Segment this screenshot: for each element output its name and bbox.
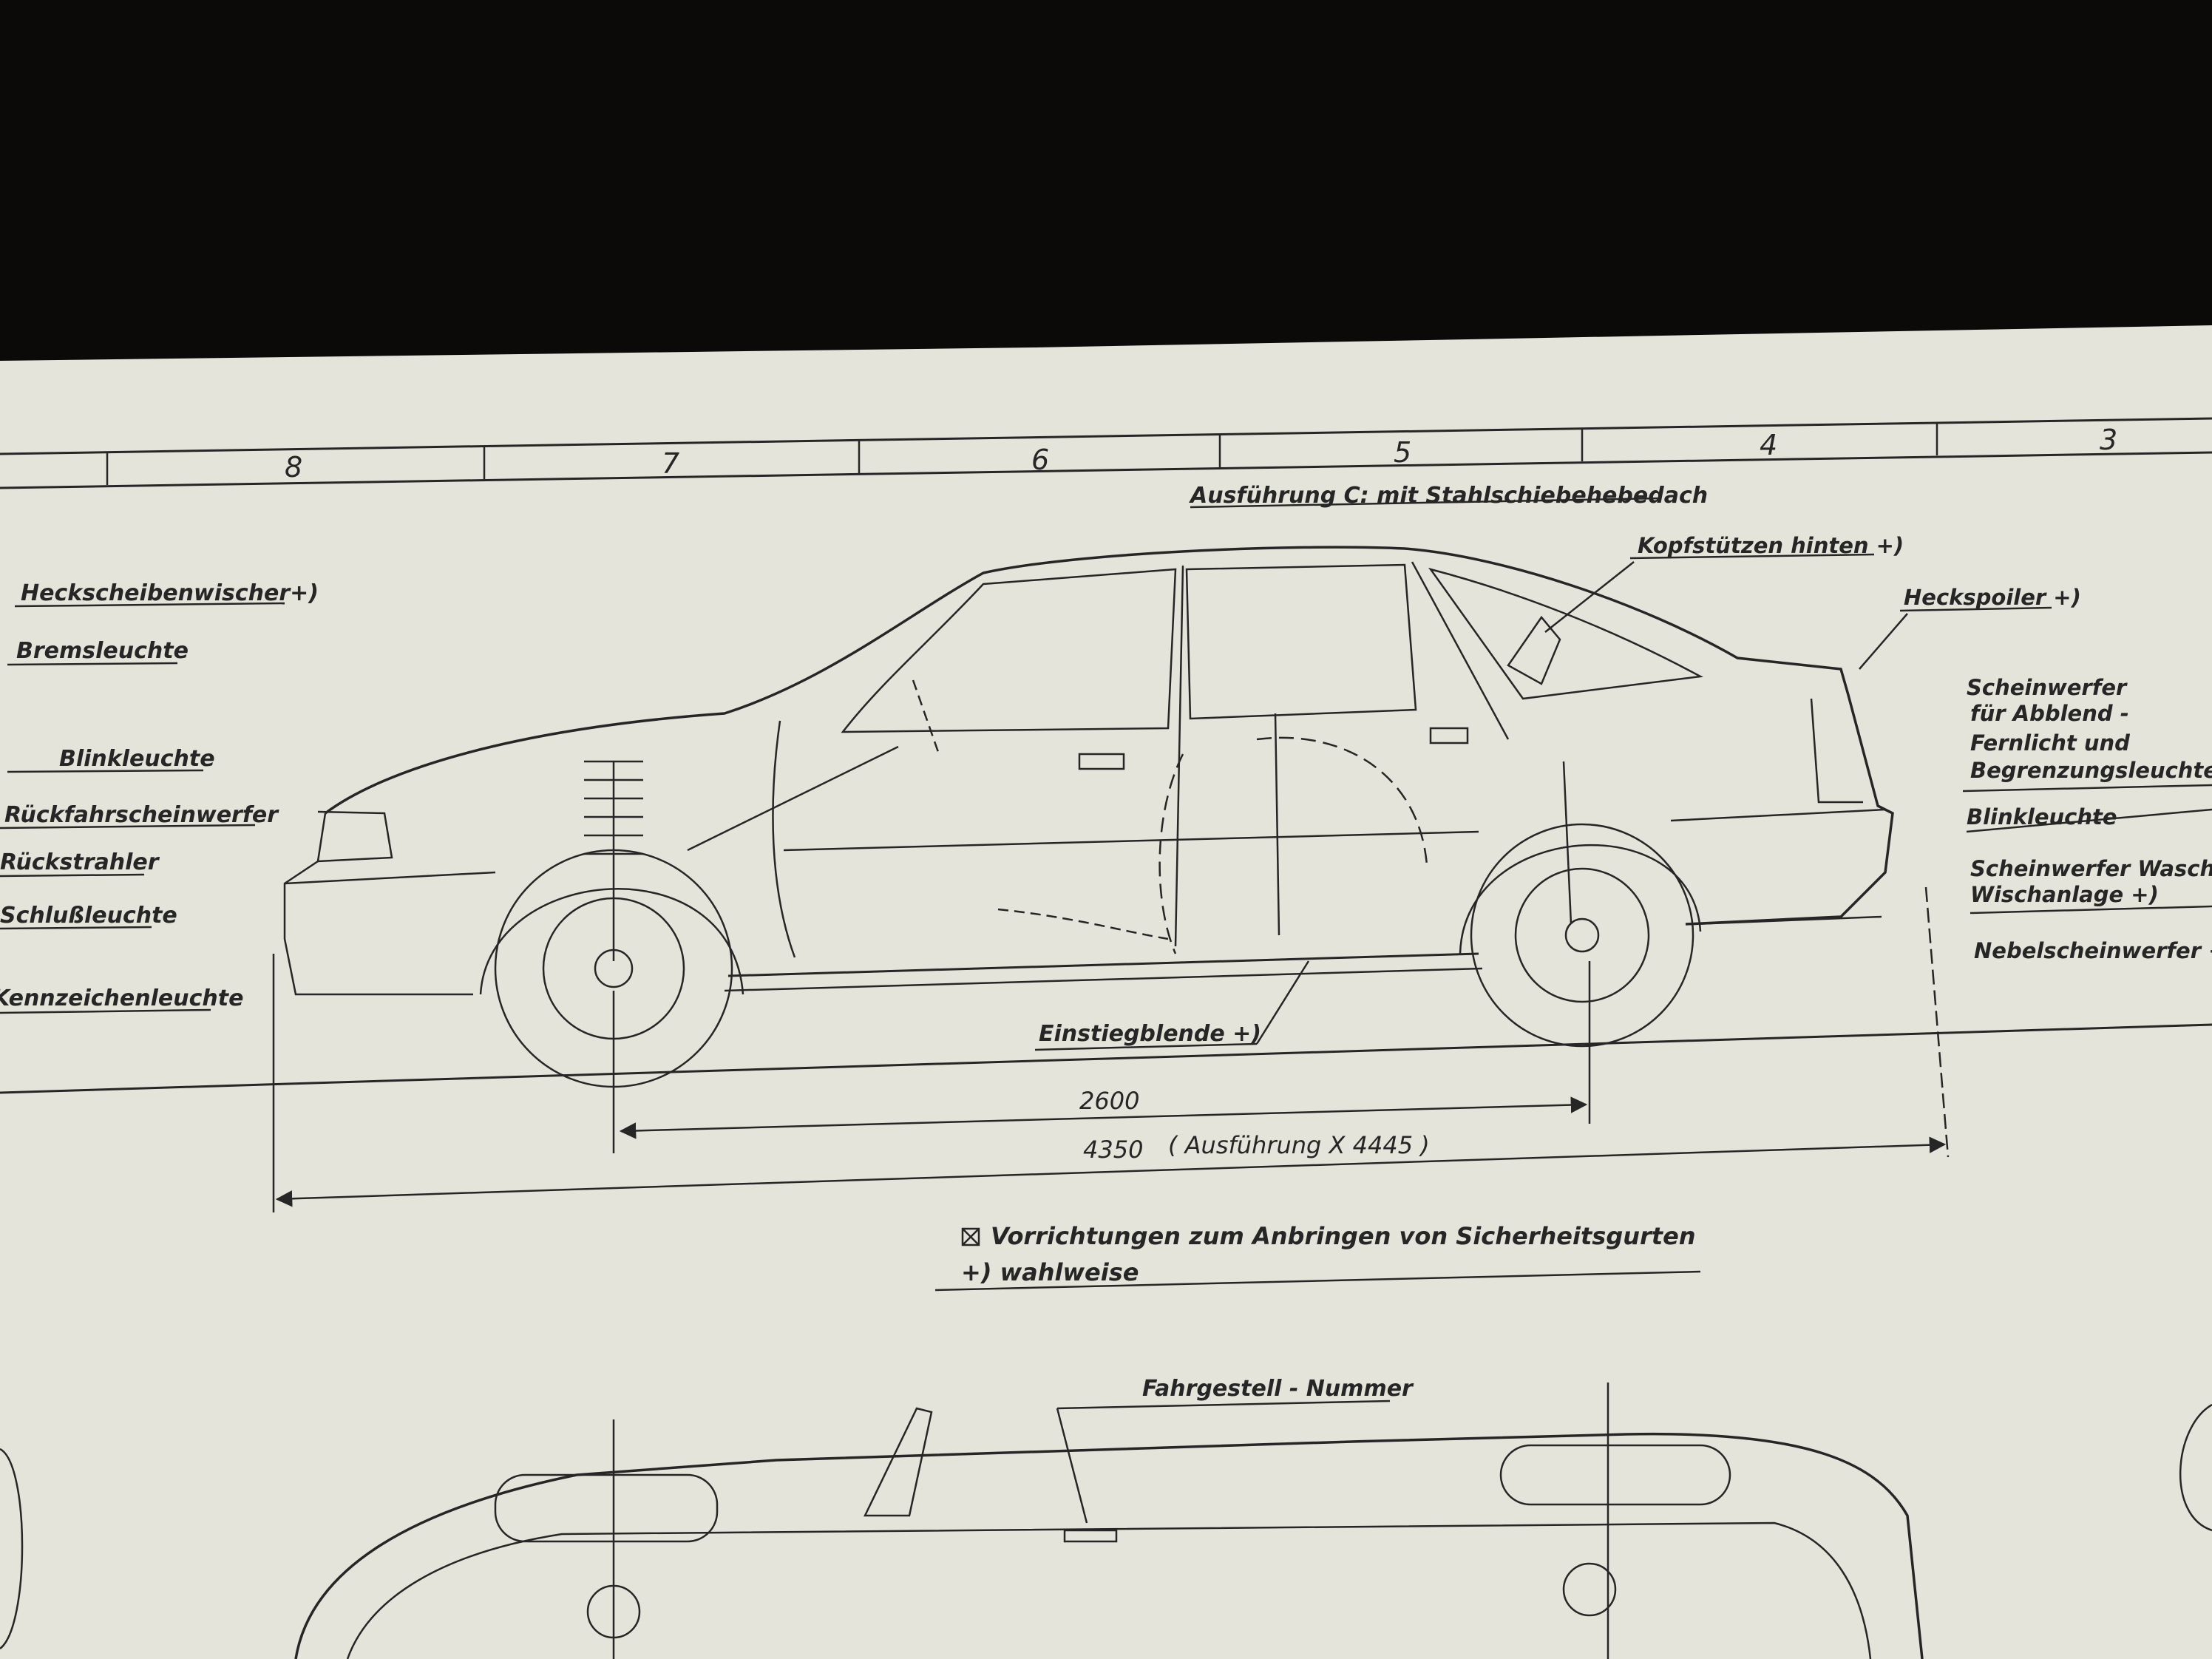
ground-line	[0, 1023, 2212, 1094]
svg-text:Wischanlage +): Wischanlage +)	[1970, 882, 2159, 907]
dimension-length-variant: ( Ausführung X 4445 )	[1168, 1131, 1430, 1159]
label-nebelscheinwerfer: Nebelscheinwerfer +)	[1974, 938, 2212, 963]
car-top-view	[0, 1382, 2212, 1659]
dimension-length: 4350	[1083, 1136, 1143, 1164]
svg-text:Scheinwerfer: Scheinwerfer	[1967, 675, 2128, 700]
zone-4: 4	[1760, 429, 1777, 461]
dimension-lines	[272, 886, 1950, 1212]
zone-ruler	[0, 417, 2212, 489]
leader-lines-right	[1034, 497, 2212, 1051]
legend-underline	[934, 1270, 1701, 1292]
label-blinkleuchte-left: Blinkleuchte	[59, 746, 215, 772]
label-bremsleuchte: Bremsleuchte	[16, 638, 189, 664]
car-side-view	[283, 546, 1894, 1088]
label-blinkleuchte-right: Blinkleuchte	[1967, 804, 2117, 830]
label-einstiegblende: Einstiegblende +)	[1039, 1021, 1261, 1047]
paper-sheet	[0, 325, 2212, 1659]
svg-text:für Abblend -: für Abblend -	[1970, 701, 2129, 726]
belt-anchor-icon-cross	[962, 1228, 980, 1246]
legend-optional-text: +) wahlweise	[961, 1258, 1139, 1286]
svg-text:Begrenzungsleuchte: Begrenzungsleuchte	[1970, 758, 2212, 783]
zone-3: 3	[2100, 424, 2117, 456]
label-schlussleuchte: Schlußleuchte	[0, 903, 177, 929]
svg-text:Scheinwerfer Wasch-: Scheinwerfer Wasch-	[1970, 856, 2212, 881]
label-rueckfahrscheinwerfer: Rückfahrscheinwerfer	[4, 802, 279, 828]
label-rueckstrahler: Rückstrahler	[0, 849, 160, 875]
legend-symbol-text: Vorrichtungen zum Anbringen von Sicherhe…	[991, 1222, 1696, 1250]
label-schiebedach: Ausführung C: mit Stahlschiebehebedach	[1189, 483, 1708, 509]
label-heckscheibenwischer: Heckscheibenwischer+)	[21, 580, 319, 606]
svg-text:Fernlicht und: Fernlicht und	[1970, 730, 2130, 756]
dimension-wheelbase: 2600	[1079, 1087, 1139, 1115]
zone-8: 8	[285, 451, 302, 484]
label-kennzeichenleuchte: Kennzeichenleuchte	[0, 985, 243, 1011]
zone-6: 6	[1031, 444, 1049, 476]
ruler-numbers: 8 7 6 5 4 3	[285, 424, 2117, 484]
zone-5: 5	[1394, 436, 1411, 469]
leader-lines-left	[0, 602, 285, 1014]
legend-belt-anchor: Vorrichtungen zum Anbringen von Sicherhe…	[961, 1222, 1696, 1250]
belt-anchor-icon	[961, 1227, 980, 1246]
label-wischanlage: Scheinwerfer Wasch- Wischanlage +)	[1970, 856, 2212, 907]
zone-7: 7	[662, 447, 679, 480]
label-heckspoiler: Heckspoiler +)	[1904, 585, 2081, 610]
label-scheinwerfer: Scheinwerfer für Abblend - Fernlicht und…	[1967, 675, 2212, 783]
label-fahrgestell: Fahrgestell - Nummer	[1142, 1376, 1414, 1402]
label-kopfstuetzen: Kopfstützen hinten +)	[1638, 533, 1904, 558]
